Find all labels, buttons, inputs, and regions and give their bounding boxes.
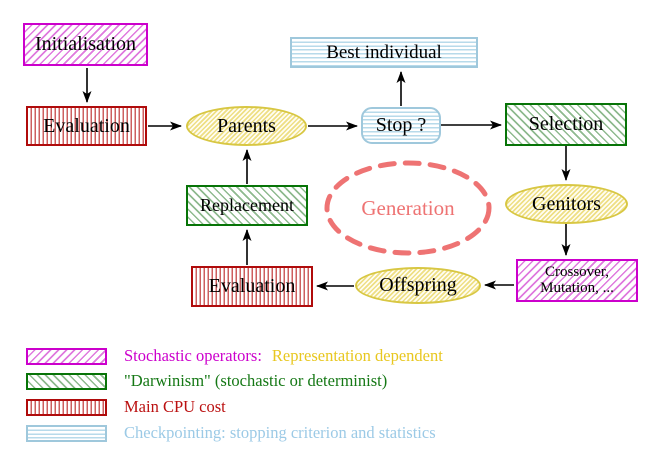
node-crossover-mutation: Crossover, Mutation, ...	[516, 259, 638, 302]
legend-swatch-green-hatch	[26, 372, 107, 390]
node-offspring: Offspring	[355, 267, 481, 304]
legend-label-checkpointing: Checkpointing: stopping criterion and st…	[124, 423, 436, 442]
legend-row-checkpointing: Checkpointing: stopping criterion and st…	[26, 423, 436, 443]
legend-label-cpu-cost: Main CPU cost	[124, 397, 226, 416]
node-stop: Stop ?	[361, 107, 441, 144]
generation-label: Generation	[361, 196, 455, 220]
node-replacement: Replacement	[186, 185, 308, 226]
node-genitors: Genitors	[505, 184, 628, 224]
legend-row-stochastic: Stochastic operators: Representation dep…	[26, 346, 443, 366]
legend-label-darwinism: "Darwinism" (stochastic or determinist)	[124, 371, 388, 390]
node-evaluation-bottom: Evaluation	[191, 266, 313, 307]
legend-label-representation: Representation dependent	[271, 346, 443, 365]
node-evaluation-top: Evaluation	[26, 106, 147, 146]
generation-dashed-ellipse	[324, 160, 492, 256]
legend-swatch-red-stripes	[26, 398, 107, 416]
legend-swatch-cyan-stripes	[26, 424, 107, 442]
node-initialisation: Initialisation	[23, 23, 148, 66]
node-best-individual: Best individual	[290, 37, 478, 68]
legend-swatch-magenta-hatch	[26, 347, 107, 365]
legend-label-stochastic: Stochastic operators:	[124, 346, 262, 365]
crossover-line1: Crossover,	[545, 263, 609, 280]
legend-row-cpu-cost: Main CPU cost	[26, 397, 226, 417]
crossover-line2: Mutation, ...	[540, 279, 614, 296]
node-selection: Selection	[505, 103, 627, 146]
node-parents: Parents	[186, 106, 307, 146]
legend-row-darwinism: "Darwinism" (stochastic or determinist)	[26, 371, 387, 391]
